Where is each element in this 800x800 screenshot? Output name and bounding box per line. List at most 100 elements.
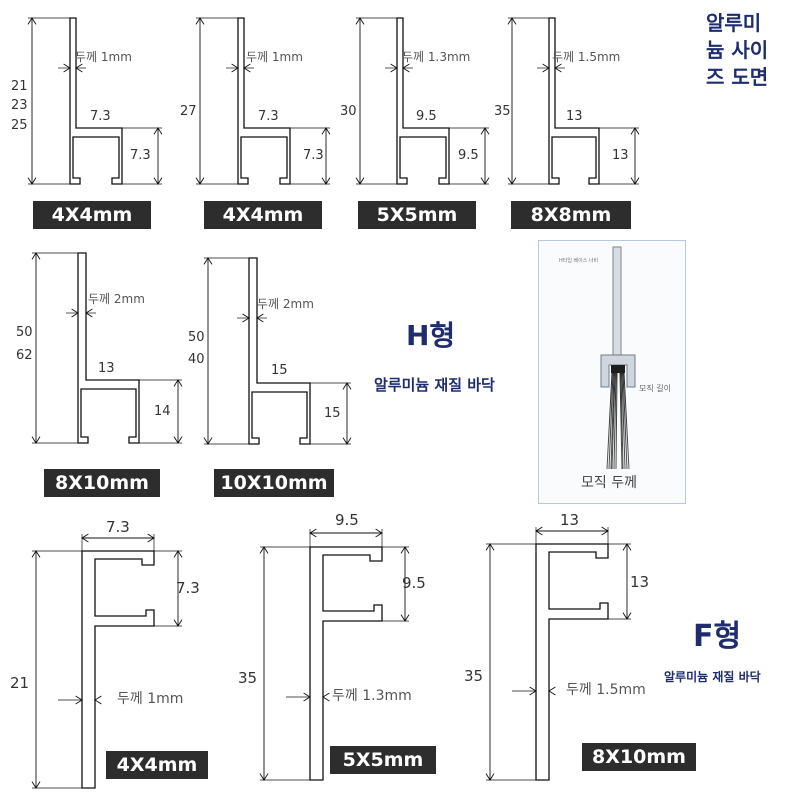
p5-size-badge: 10X10mm [214, 469, 334, 497]
p5-inner-height-dim-arrow-top [342, 382, 352, 390]
p1-inner-width: 7.3 [258, 109, 279, 124]
brush-caption: 모직 두께 [581, 475, 637, 491]
p3-size-badge: 8X8mm [511, 201, 631, 229]
f0-height-dim-arrow-top [31, 550, 41, 558]
p1-profile-outline [237, 17, 291, 185]
p4-inner-height-dim-arrow-top [173, 379, 183, 387]
f0-thickness-arrow-r [94, 695, 102, 705]
f-type-subtitle: 알루미늄 재질 바닥 [664, 670, 761, 684]
p3-inner-height: 13 [612, 148, 629, 163]
p2-thickness: 두께 1.3mm [402, 50, 471, 64]
p0-dim-c: 25 [11, 118, 28, 133]
f2-slot-dim-arrow-bottom [622, 612, 632, 620]
f1-width: 9.5 [335, 511, 359, 529]
p0-profile-outline [69, 17, 123, 185]
f2-thickness-arrow-r [548, 686, 556, 696]
p0-size-badge: 4X4mm [33, 201, 151, 229]
p5-height-dim-arrow-top [203, 257, 213, 265]
f1-slot-dim-arrow-bottom [400, 614, 410, 622]
p4-size-badge: 8X10mm [44, 469, 160, 497]
p5-profile-outline [248, 257, 311, 445]
p2-inner-height-dim-arrow-bottom [480, 177, 490, 185]
p3-inner-height-dim-arrow-bottom [630, 177, 640, 185]
title-line-1: 알루미 [706, 11, 762, 35]
f0-thickness: 두께 1mm [117, 691, 184, 707]
h-type-label: H형 [406, 319, 456, 352]
f1-slot: 9.5 [402, 574, 426, 592]
f2-width-dim-arrow-left [535, 526, 543, 536]
f2-profile-outline [535, 543, 609, 781]
p2-inner-width: 9.5 [416, 109, 437, 124]
p4-height-dim-arrow-bottom [31, 436, 41, 444]
f1-thickness-arrow-r [322, 692, 330, 702]
f1-size-badge: 5X5mm [330, 746, 436, 774]
f0-width: 7.3 [106, 518, 130, 536]
p5-inner-height: 15 [324, 406, 341, 421]
p1-inner-height-dim-arrow-top [321, 127, 331, 135]
f0-height-dim-arrow-bottom [31, 781, 41, 789]
f0-slot-dim-arrow-bottom [173, 619, 183, 627]
f1-slot-dim-arrow-top [400, 546, 410, 554]
f0-width-dim-arrow-right [147, 533, 155, 543]
f1-thickness: 두께 1.3mm [332, 688, 412, 704]
p0-inner-height-dim-arrow-top [153, 127, 163, 135]
p5-dim-b: 40 [188, 352, 205, 367]
p3-height-dim-arrow-bottom [507, 177, 517, 185]
p5-height-dim-arrow-bottom [203, 437, 213, 445]
f0-height: 21 [10, 674, 30, 692]
p0-inner-height: 7.3 [130, 148, 151, 163]
p1-inner-height: 7.3 [303, 148, 324, 163]
h-type-subtitle: 알루미늄 재질 바닥 [374, 376, 495, 394]
p2-dim-a: 30 [340, 104, 357, 119]
p2-height-dim-arrow-top [355, 17, 365, 25]
f2-slot-dim-arrow-top [622, 543, 632, 551]
f2-height-dim-arrow-top [485, 543, 495, 551]
f2-thickness-arrow-l [529, 686, 537, 696]
p1-size-badge: 4X4mm [204, 201, 322, 229]
p2-height-dim-arrow-bottom [355, 177, 365, 185]
p2-profile-outline [396, 17, 450, 185]
p4-inner-width: 13 [98, 361, 115, 376]
f0-slot: 7.3 [176, 579, 200, 597]
brush-photo-illustration [600, 246, 636, 470]
f1-thickness-arrow-l [303, 692, 311, 702]
p0-height-dim-arrow-top [27, 17, 37, 25]
brush-length-label: 모직 길이 [639, 384, 671, 393]
f1-width-dim-arrow-right [375, 528, 383, 538]
p0-thickness: 두께 1mm [75, 50, 132, 64]
p3-inner-width: 13 [566, 109, 583, 124]
f0-slot-dim-arrow-top [173, 550, 183, 558]
p1-height-dim-arrow-bottom [195, 177, 205, 185]
title-line-2: 늄 사이 [706, 38, 769, 62]
p4-inner-height: 14 [154, 404, 171, 419]
page-title: 알루미 늄 사이 즈 도면 [706, 10, 796, 91]
f2-width-dim-arrow-right [601, 526, 609, 536]
p3-dim-a: 35 [494, 104, 511, 119]
f2-thickness: 두께 1.5mm [566, 682, 646, 698]
f-type-label: F형 [693, 619, 742, 654]
f0-width-dim-arrow-left [81, 533, 89, 543]
p2-inner-height-dim-arrow-top [480, 127, 490, 135]
f0-profile-outline [81, 550, 155, 789]
f1-profile-outline [309, 546, 383, 781]
brush-photo-panel: H타입 베이스 너비 모직 길이 모직 두께 [538, 240, 686, 504]
p1-height-dim-arrow-top [195, 17, 205, 25]
p1-dim-a: 27 [180, 104, 197, 119]
p4-height-dim-arrow-top [31, 252, 41, 260]
p5-dim-a: 50 [188, 330, 205, 345]
p4-inner-height-dim-arrow-bottom [173, 436, 183, 444]
p5-thickness: 두께 2mm [257, 297, 314, 311]
f2-size-badge: 8X10mm [582, 743, 696, 771]
f2-height: 35 [464, 667, 484, 685]
p2-inner-height: 9.5 [458, 148, 479, 163]
f2-slot: 13 [630, 573, 650, 591]
p3-thickness: 두께 1.5mm [552, 50, 621, 64]
p3-inner-height-dim-arrow-top [630, 127, 640, 135]
f2-width: 13 [560, 511, 580, 529]
p1-thickness: 두께 1mm [246, 50, 303, 64]
p4-dim-a: 50 [16, 325, 33, 340]
p0-height-dim-arrow-bottom [27, 177, 37, 185]
profile-lines [27, 17, 640, 789]
p4-profile-outline [77, 252, 140, 444]
